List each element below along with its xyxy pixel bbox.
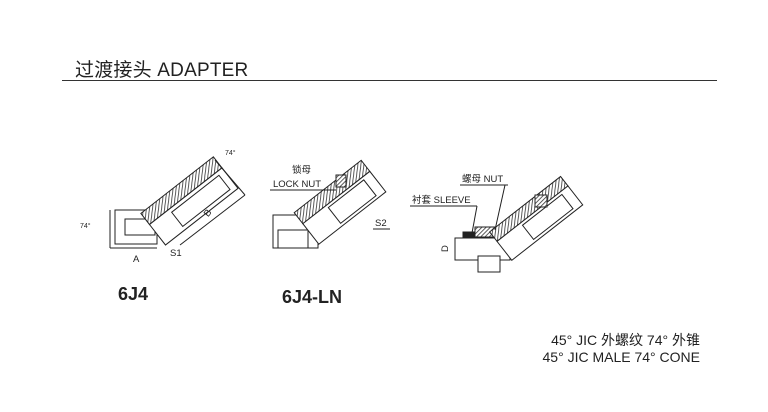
model-code-6j4-ln: 6J4-LN [282, 287, 343, 307]
dimension-s2-label: S2 [375, 218, 387, 229]
sleeve-label: 衬套 SLEEVE [412, 194, 471, 206]
fitting-6j4-ln-drawing [272, 159, 387, 249]
model-code-6j4: 6J4 [118, 284, 149, 304]
title-divider [62, 80, 717, 81]
dimension-d-label: D [440, 245, 451, 252]
fitting-sleeve-nut-drawing [454, 175, 584, 273]
dimension-s1-label: S1 [170, 248, 182, 259]
page-title: 过渡接头 ADAPTER [75, 60, 249, 81]
cone-angle-left-label: 74° [80, 222, 91, 230]
description-en: 45° JIC MALE 74° CONE [542, 349, 700, 365]
description-cn: 45° JIC 外螺纹 74° 外锥 [551, 332, 700, 348]
dimension-b-label: B [202, 207, 215, 219]
lock-nut-en-label: LOCK NUT [273, 179, 321, 190]
fitting-6j4-drawing [109, 156, 246, 249]
lock-nut-cn-label: 锁母 [292, 164, 311, 176]
nut-label: 螺母 NUT [462, 174, 503, 185]
cone-angle-right-label: 74° [225, 149, 236, 157]
dimension-a-label: A [133, 254, 140, 265]
